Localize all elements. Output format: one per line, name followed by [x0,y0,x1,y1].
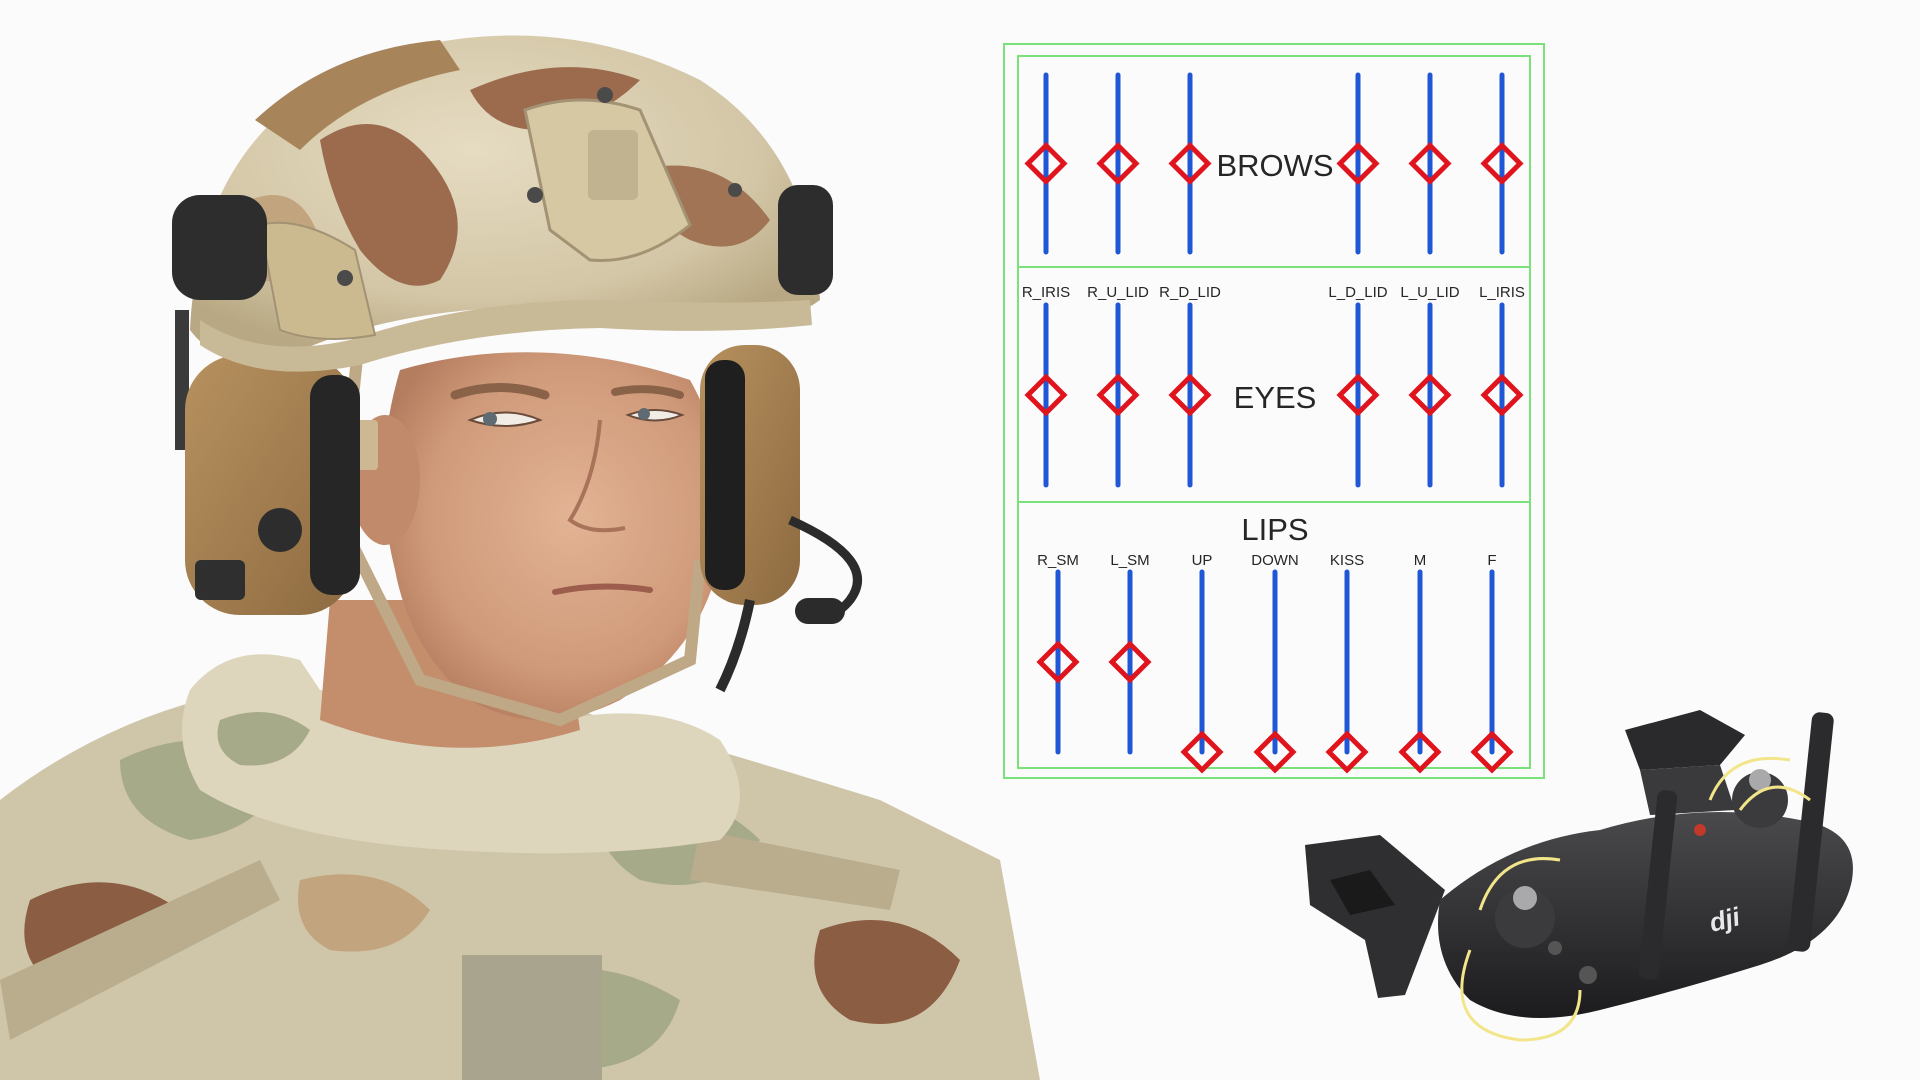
collar-camo-patch [217,712,310,766]
panel-sliders: BROWS EYES R_IRIS R_U_LID R_D_LID L_D_LID L_U_… [1022,72,1525,774]
eyes-slider-label-l-d-lid: L_D_LID [1328,284,1387,301]
mount-screw [527,187,543,203]
lips-slider-label-r-sm: R_SM [1037,552,1079,569]
velcro-patch [462,955,602,1080]
eyes-slider-label-l-u-lid: L_U_LID [1400,284,1459,301]
lips-slider-label-kiss: KISS [1330,552,1364,569]
helmet-side-rail [258,221,377,340]
section-title-eyes: EYES [1234,380,1317,415]
microphone-cable [715,599,755,693]
helmet-camo-patch [470,67,640,130]
eyes-slider-label-r-d-lid: R_D_LID [1159,284,1221,301]
stick-motion-arrow [1478,857,1561,911]
lips-slider-handle-m[interactable] [1398,730,1442,774]
headset-side-clip [778,185,833,295]
right-brow [450,383,550,400]
helmet-brim [200,300,812,372]
mount-screw [728,183,742,197]
brows-slider-handle-slider-3[interactable] [1168,141,1212,186]
eyes-slider-label-r-u-lid: R_U_LID [1087,284,1149,301]
controller-antenna [1638,790,1678,980]
headset-knob [258,508,302,552]
brows-slider-handle-slider-2[interactable] [1096,141,1140,186]
helmet-camo-patch [320,124,458,286]
rail-screw [337,270,353,286]
section-title-lips: LIPS [1241,512,1308,547]
brows-slider-handle-slider-1[interactable] [1024,141,1068,186]
power-button [1548,941,1562,955]
lips-slider-label-f: F [1487,552,1496,569]
lips-slider-label-l-sm: L_SM [1110,552,1149,569]
eyes-slider-handle-r-u-lid[interactable] [1096,373,1140,417]
left-control-stick-base [1495,888,1555,948]
nvg-mount-slot [588,130,638,200]
stick-motion-arrow [1708,756,1791,801]
controller-antenna [1788,712,1834,952]
controller-top-clamp [1625,710,1745,770]
section-title-brows: BROWS [1216,148,1333,183]
lips-slider-handle-up[interactable] [1180,730,1224,774]
clamp-grille [1330,870,1395,915]
eyes-slider-handle-l-d-lid[interactable] [1336,373,1380,417]
controller-phone-clamp [1305,835,1445,998]
helmet-velcro [255,40,460,150]
lips-slider-handle-down[interactable] [1253,730,1297,774]
soldier-3d-model [0,35,1040,1080]
mouth [552,583,653,595]
facial-rig-control-panel: BROWS EYES R_IRIS R_U_LID R_D_LID L_D_LID L_U_… [1003,43,1545,779]
jacket-camo-patch [814,920,960,1024]
brows-slider-handle-slider-4[interactable] [1336,141,1380,186]
lips-slider-handle-kiss[interactable] [1325,730,1369,774]
eyes-slider-handle-l-u-lid[interactable] [1408,373,1452,417]
controller-top-grille [1640,765,1735,815]
lips-slider-handle-f[interactable] [1470,730,1514,774]
stick-motion-arrow [1738,785,1811,811]
face [383,352,726,720]
right-iris [483,412,497,426]
lips-slider-label-down: DOWN [1251,552,1299,569]
status-led [1694,824,1706,836]
brows-slider-handle-slider-6[interactable] [1480,141,1524,186]
panel-outer-frame [1003,43,1545,779]
headset-button [195,560,245,600]
jacket-camo-patch [298,874,430,952]
nose [567,419,626,533]
headset-cup-pad [705,360,745,590]
microphone-head [795,598,845,624]
camera-button [1579,966,1597,984]
mount-screw [597,87,613,103]
brows-slider-handle-slider-5[interactable] [1408,141,1452,186]
stick-motion-arrow [1460,949,1582,1042]
eyes-slider-handle-r-iris[interactable] [1024,373,1068,417]
drone-remote-controller: dji [1305,710,1853,1042]
right-control-stick [1749,769,1771,791]
lips-slider-label-up: UP [1192,552,1213,569]
headset-side-clip [172,195,267,300]
left-iris [638,408,650,420]
eyes-slider-handle-r-d-lid[interactable] [1168,373,1212,417]
lips-slider-handle-r-sm[interactable] [1036,640,1080,684]
headset-cup-pad [310,375,360,595]
shoulder-strap [0,860,280,1040]
left-brow [611,385,684,399]
shoulder-strap [690,830,900,910]
lips-slider-handle-l-sm[interactable] [1108,640,1152,684]
eyes-slider-handle-l-iris[interactable] [1480,373,1524,417]
eyes-slider-label-l-iris: L_IRIS [1479,284,1525,301]
eyes-slider-label-r-iris: R_IRIS [1022,284,1070,301]
lips-slider-label-m: M [1414,552,1427,569]
left-control-stick [1513,886,1537,910]
